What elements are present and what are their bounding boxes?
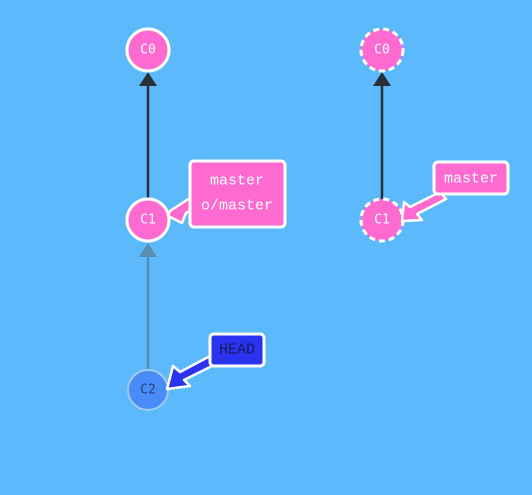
commit-c0[interactable]: C0 [125, 27, 171, 73]
branch-tag-master-local[interactable]: master o/master [166, 159, 287, 229]
remote-branch-tag-label: master [444, 171, 498, 188]
remote-commit-c1[interactable]: C1 [359, 197, 405, 243]
branch-tag-line1: master [210, 173, 264, 190]
head-tag-arrow [165, 353, 218, 391]
remote-commit-c0[interactable]: C0 [359, 27, 405, 73]
remote-branch-tag-arrow [400, 190, 448, 223]
branch-tag-line2: o/master [201, 198, 273, 215]
remote-branch-tag-master[interactable]: master [400, 160, 510, 223]
edge-c1-to-c0-arrowhead [139, 72, 157, 86]
commit-c0-label: C0 [140, 43, 156, 58]
commit-c1[interactable]: C1 [125, 197, 171, 243]
commit-c2-label: C2 [140, 383, 156, 398]
remote-repo: C0 C1 master [359, 27, 510, 243]
commit-c2[interactable]: C2 [127, 369, 169, 411]
local-repo: C0 C1 C2 master o/master HEAD [125, 27, 287, 411]
remote-edge-c1-to-c0-arrowhead [373, 72, 391, 86]
remote-commit-c1-label: C1 [374, 213, 390, 228]
edge-c2-to-c1-arrowhead [139, 243, 157, 257]
head-tag-label: HEAD [219, 342, 255, 359]
head-tag[interactable]: HEAD [165, 332, 266, 391]
commit-c1-label: C1 [140, 213, 156, 228]
remote-commit-c0-label: C0 [374, 43, 390, 58]
